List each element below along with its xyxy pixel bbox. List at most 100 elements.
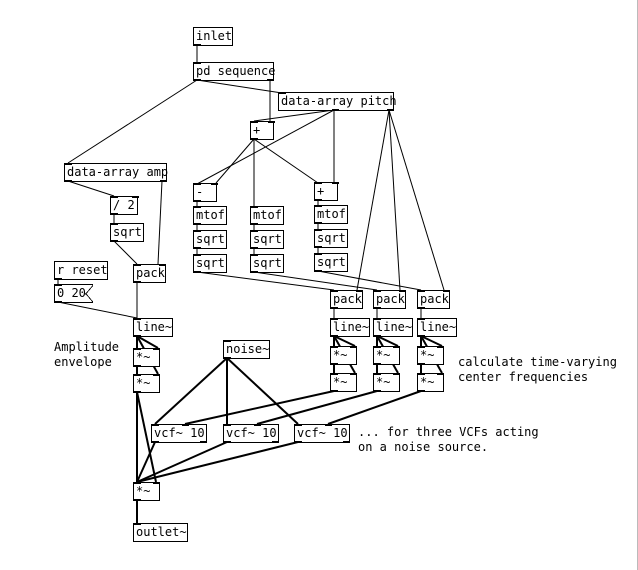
line-object[interactable]: line~ [373,318,413,337]
pack-object[interactable]: pack [330,290,363,309]
mtof-object[interactable]: mtof [314,205,348,224]
sqrt-object[interactable]: sqrt [110,223,144,242]
line-object[interactable]: line~ [133,318,173,337]
object-label: mtof [196,208,225,222]
object-label: *~ [136,350,151,364]
object-label: *~ [136,484,151,498]
object-label: mtof [317,207,346,221]
object-label: / 2 [113,198,135,212]
object-label: vcf~ 10 [154,426,205,440]
comment-center-frequencies: calculate time-varying center frequencie… [458,355,617,384]
cord [356,109,390,291]
mtof-object[interactable]: mtof [250,206,284,225]
object-label: vcf~ 10 [226,426,277,440]
line-object[interactable]: line~ [417,318,457,337]
pack-object[interactable]: pack [373,290,406,309]
object-label: pd sequence [196,64,276,78]
object-label: data-array amp [67,165,169,179]
object-label: + [317,184,325,198]
signal-cord [184,390,335,425]
cord [253,109,335,122]
signal-cord [136,441,299,483]
noise-object[interactable]: noise~ [223,340,270,359]
object-label: sqrt [317,231,346,245]
sqrt-object[interactable]: sqrt [193,254,227,273]
signal-cord [333,335,356,347]
vcf-object[interactable]: vcf~ 10 [151,424,207,443]
cord [67,79,198,164]
cord [388,109,445,291]
sqrt-object[interactable]: sqrt [314,253,348,272]
object-label: - [196,185,204,199]
receive-reset-object[interactable]: r reset [54,261,108,280]
object-label: line~ [376,320,413,334]
signal-cord [136,391,157,483]
cord [57,301,138,319]
data-array-pitch-object[interactable]: data-array pitch [278,92,397,111]
multiply-signal-object[interactable]: *~ [133,374,160,393]
sqrt-object[interactable]: sqrt [250,230,284,249]
outlet-object[interactable]: outlet~ [133,523,188,542]
cord [196,79,283,94]
signal-cord [136,335,159,349]
object-label: pack [333,292,362,306]
signal-cord [136,441,228,483]
multiply-signal-object[interactable]: *~ [373,346,400,365]
sqrt-object[interactable]: sqrt [314,229,348,248]
object-label: + [253,123,261,137]
object-label: sqrt [113,225,142,239]
pack-object[interactable]: pack [417,290,450,309]
object-label: pack [136,266,165,280]
cord [113,240,138,265]
divide-object[interactable]: / 2 [110,196,139,215]
sqrt-object[interactable]: sqrt [193,230,227,249]
object-label: *~ [333,348,348,362]
data-array-amp-object[interactable]: data-array amp [64,163,169,182]
multiply-signal-object[interactable]: *~ [330,373,357,392]
object-label: line~ [333,320,370,334]
multiply-signal-object[interactable]: *~ [417,373,444,392]
line-object[interactable]: line~ [330,318,370,337]
vcf-object[interactable]: vcf~ 10 [294,424,350,443]
mtof-object[interactable]: mtof [193,206,227,225]
object-label: outlet~ [136,525,187,539]
message-box-0-20[interactable]: 0 20 [54,284,93,303]
object-label: *~ [136,376,151,390]
multiply-signal-object[interactable]: *~ [133,348,160,367]
object-label: *~ [420,348,435,362]
object-label: *~ [376,375,391,389]
signal-cord [327,390,422,425]
add-object-right[interactable]: + [314,182,339,201]
object-label: sqrt [317,255,346,269]
cord [196,271,335,291]
cord [157,180,163,265]
object-label: r reset [57,263,108,277]
subtract-object[interactable]: - [193,183,218,202]
multiply-signal-object[interactable]: *~ [330,346,357,365]
object-label: *~ [333,375,348,389]
multiply-signal-object[interactable]: *~ [373,373,400,392]
object-label: data-array pitch [281,94,397,108]
add-object-top[interactable]: + [250,121,275,140]
signal-cord [154,357,228,425]
object-label: pack [376,292,405,306]
object-label: pack [420,292,449,306]
cord [253,271,378,291]
multiply-signal-object[interactable]: *~ [417,346,444,365]
cord [253,138,319,184]
object-label: sqrt [196,232,225,246]
multiply-signal-object[interactable]: *~ [133,482,160,501]
cord [388,109,401,291]
pack-object[interactable]: pack [133,264,166,283]
cord [317,270,422,291]
sqrt-object[interactable]: sqrt [250,254,284,273]
signal-cord [256,390,378,425]
object-label: noise~ [226,342,270,356]
inlet-object[interactable]: inlet [193,27,233,46]
pd-sequence-object[interactable]: pd sequence [193,62,276,81]
vcf-object[interactable]: vcf~ 10 [223,424,279,443]
object-label: vcf~ 10 [297,426,348,440]
comment-three-vcfs: ... for three VCFs acting on a noise sou… [358,425,539,454]
